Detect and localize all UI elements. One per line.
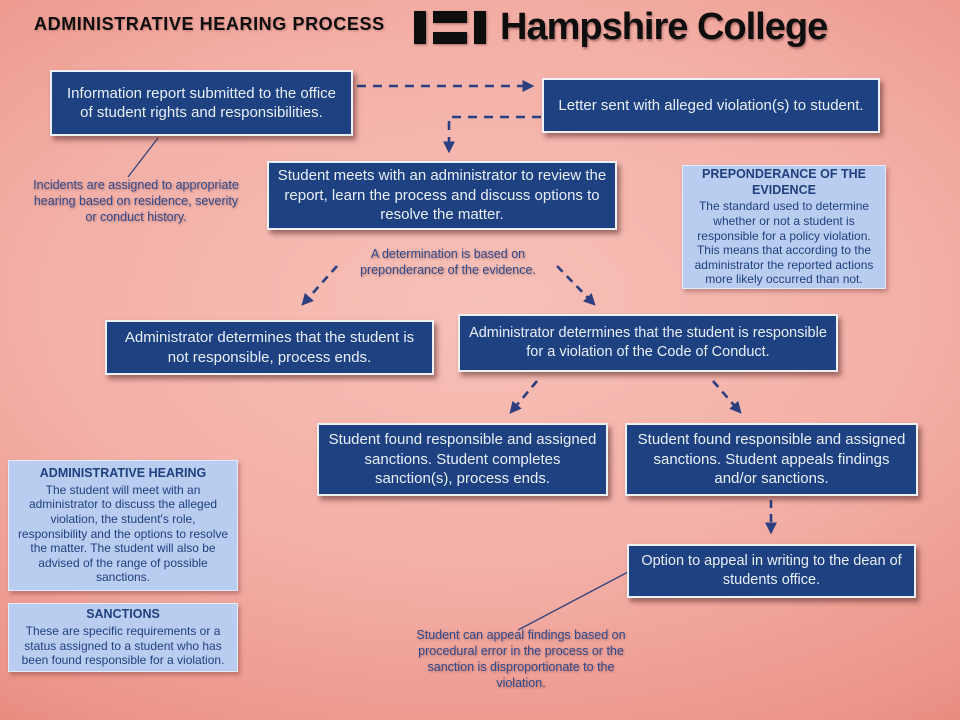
flow-box-appeal-dean: Option to appeal in writing to the dean … <box>627 544 916 598</box>
info-panel-title: ADMINISTRATIVE HEARING <box>39 466 207 480</box>
info-panel-body: These are specific requirements or a sta… <box>21 623 225 668</box>
flow-box-appeals-sanctions: Student found responsible and assigned s… <box>625 423 918 496</box>
callout-line-incidents <box>127 137 159 178</box>
connector-responsible-to-completes <box>509 380 538 414</box>
info-panel-administrative-hearing: ADMINISTRATIVE HEARING The student will … <box>8 460 238 591</box>
flow-box-completes-sanctions: Student found responsible and assigned s… <box>317 423 608 496</box>
flow-box-responsible: Administrator determines that the studen… <box>458 314 838 372</box>
flow-box-label: Student found responsible and assigned s… <box>637 431 906 488</box>
annotation-determination: A determination is based on preponderanc… <box>360 247 536 277</box>
connector-letter-to-meeting <box>443 115 541 154</box>
flow-box-student-meets: Student meets with an administrator to r… <box>267 161 617 230</box>
logo-bar-right <box>474 11 486 44</box>
info-panel-body: The student will meet with an administra… <box>17 482 229 585</box>
flow-box-letter-sent: Letter sent with alleged violation(s) to… <box>542 78 880 133</box>
info-panel-preponderance: PREPONDERANCE OF THE EVIDENCE The standa… <box>682 165 886 289</box>
page-title: ADMINISTRATIVE HEARING PROCESS <box>34 14 385 34</box>
info-panel-title: PREPONDERANCE OF THE EVIDENCE <box>702 167 866 197</box>
connector-meeting-to-responsible <box>556 265 596 306</box>
flow-box-label: Student meets with an administrator to r… <box>277 167 607 224</box>
flow-box-information-report: Information report submitted to the offi… <box>50 70 353 136</box>
connector-meeting-to-notresponsible <box>301 265 338 306</box>
logo-bar-left <box>414 11 426 44</box>
hampshire-logo-icon <box>414 9 486 47</box>
logo-bars-middle <box>433 11 467 44</box>
flow-box-label: Information report submitted to the offi… <box>66 84 337 122</box>
flow-box-not-responsible: Administrator determines that the studen… <box>105 320 434 375</box>
hampshire-college-logo: Hampshire College <box>414 6 828 49</box>
info-panel-title: SANCTIONS <box>86 607 160 622</box>
flow-box-label: Letter sent with alleged violation(s) to… <box>558 96 864 114</box>
flow-box-label: Student found responsible and assigned s… <box>328 431 597 488</box>
connector-responsible-to-appeals <box>712 380 742 414</box>
annotation-appeal-basis: Student can appeal findings based on pro… <box>416 628 626 690</box>
flow-box-label: Option to appeal in writing to the dean … <box>641 553 902 588</box>
callout-line-appeal-basis <box>517 571 629 631</box>
annotation-incidents: Incidents are assigned to appropriate he… <box>33 178 239 224</box>
info-panel-body: The standard used to determine whether o… <box>694 199 874 287</box>
logo-text: Hampshire College <box>500 6 828 48</box>
info-panel-sanctions: SANCTIONS These are specific requirement… <box>8 603 238 672</box>
flow-box-label: Administrator determines that the studen… <box>469 325 827 360</box>
flow-box-label: Administrator determines that the studen… <box>124 329 415 366</box>
